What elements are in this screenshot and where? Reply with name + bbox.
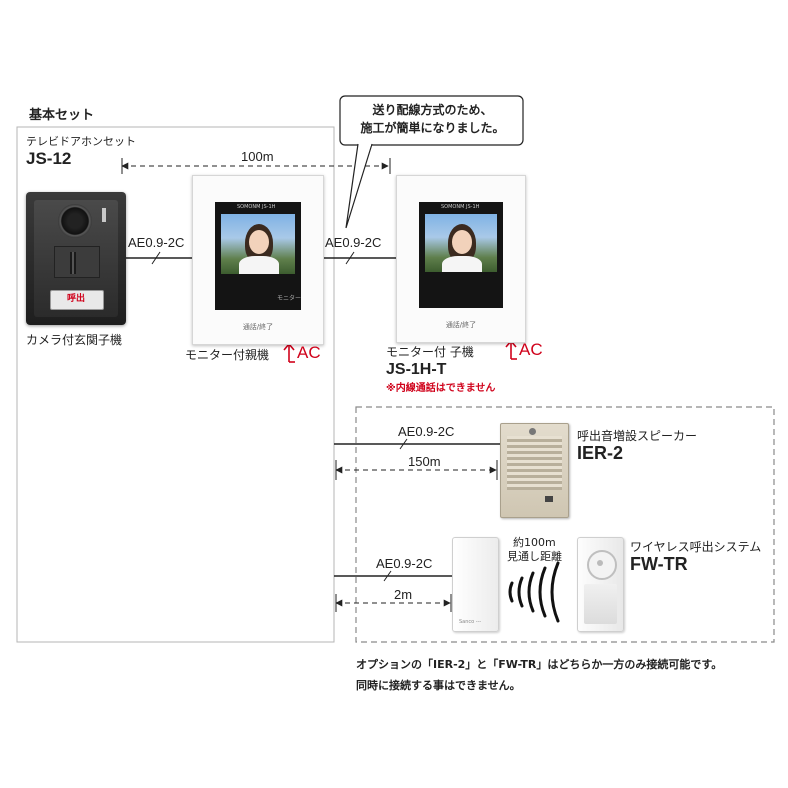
distance-100m-label: 100m xyxy=(241,150,274,163)
sub-monitor-model: JS-1H-T xyxy=(386,362,446,378)
speaker-grille-icon xyxy=(70,252,76,274)
sub-monitor: SOMONM JS-1H 通話/終了 xyxy=(396,175,526,343)
transmitter-text: Sanco --- xyxy=(459,620,481,625)
wireless-receiver xyxy=(577,537,624,632)
sub-screen-brand: SOMONM JS-1H xyxy=(441,205,479,210)
cable-label-1: AE0.9-2C xyxy=(128,236,184,249)
distance-2m-label: 2m xyxy=(394,588,412,601)
set-caption: テレビドアホンセット xyxy=(26,136,136,147)
master-talk-button[interactable]: 通話/終了 xyxy=(193,324,323,331)
ac-plug-icon-1 xyxy=(284,344,295,362)
master-monitor-label: モニター付親機 xyxy=(185,349,269,361)
cable-label-2: AE0.9-2C xyxy=(325,236,381,249)
wireless-caption: ワイヤレス呼出システム xyxy=(630,541,761,553)
wireless-cable-label: AE0.9-2C xyxy=(376,557,432,570)
wireless-range-line-1: 約100m xyxy=(513,537,556,548)
callout-line-1: 送り配線方式のため、 xyxy=(341,104,524,116)
master-screen-brand: SOMONM JS-1H xyxy=(237,205,275,210)
distance-150m-label: 150m xyxy=(408,455,441,468)
ac-label-2: AC xyxy=(519,341,543,358)
speaker-caption: 呼出音増設スピーカー xyxy=(577,430,697,442)
sub-monitor-note: ※内線通話はできません xyxy=(386,384,495,394)
ac-plug-icon-2 xyxy=(506,341,517,359)
wireless-range-line-2: 見通し距離 xyxy=(507,551,562,562)
call-button-label: 呼出 xyxy=(67,295,85,304)
master-monitor: SOMONM JS-1H モニター 通話/終了 xyxy=(192,175,324,345)
door-station-label: カメラ付玄関子機 xyxy=(26,334,122,346)
sub-monitor-caption: モニター付 子機 xyxy=(386,346,474,358)
sub-screen-image xyxy=(425,214,497,272)
callout-line-2: 施工が簡単になりました。 xyxy=(341,122,524,134)
master-screen-image xyxy=(221,214,295,274)
set-model: JS-12 xyxy=(26,150,71,167)
call-button[interactable]: 呼出 xyxy=(50,290,104,310)
speaker-unit xyxy=(500,423,569,518)
footer-note-2: 同時に接続する事はできません。 xyxy=(356,680,521,691)
wireless-transmitter: Sanco --- xyxy=(452,537,499,632)
ac-label-1: AC xyxy=(297,344,321,361)
footer-note-1: オプションの「IER-2」と「FW-TR」はどちらか一方のみ接続可能です。 xyxy=(356,659,722,670)
camera-lens-icon xyxy=(58,204,92,238)
wireless-model: FW-TR xyxy=(630,555,688,573)
door-station: 呼出 xyxy=(26,192,126,325)
sub-talk-button[interactable]: 通話/終了 xyxy=(397,322,525,329)
wireless-waves-icon xyxy=(510,563,558,621)
speaker-grille-icon xyxy=(507,436,562,490)
master-side-text: モニター xyxy=(277,296,301,302)
speaker-cable-label: AE0.9-2C xyxy=(398,425,454,438)
speaker-model: IER-2 xyxy=(577,444,623,462)
basic-set-heading: 基本セット xyxy=(29,109,94,122)
